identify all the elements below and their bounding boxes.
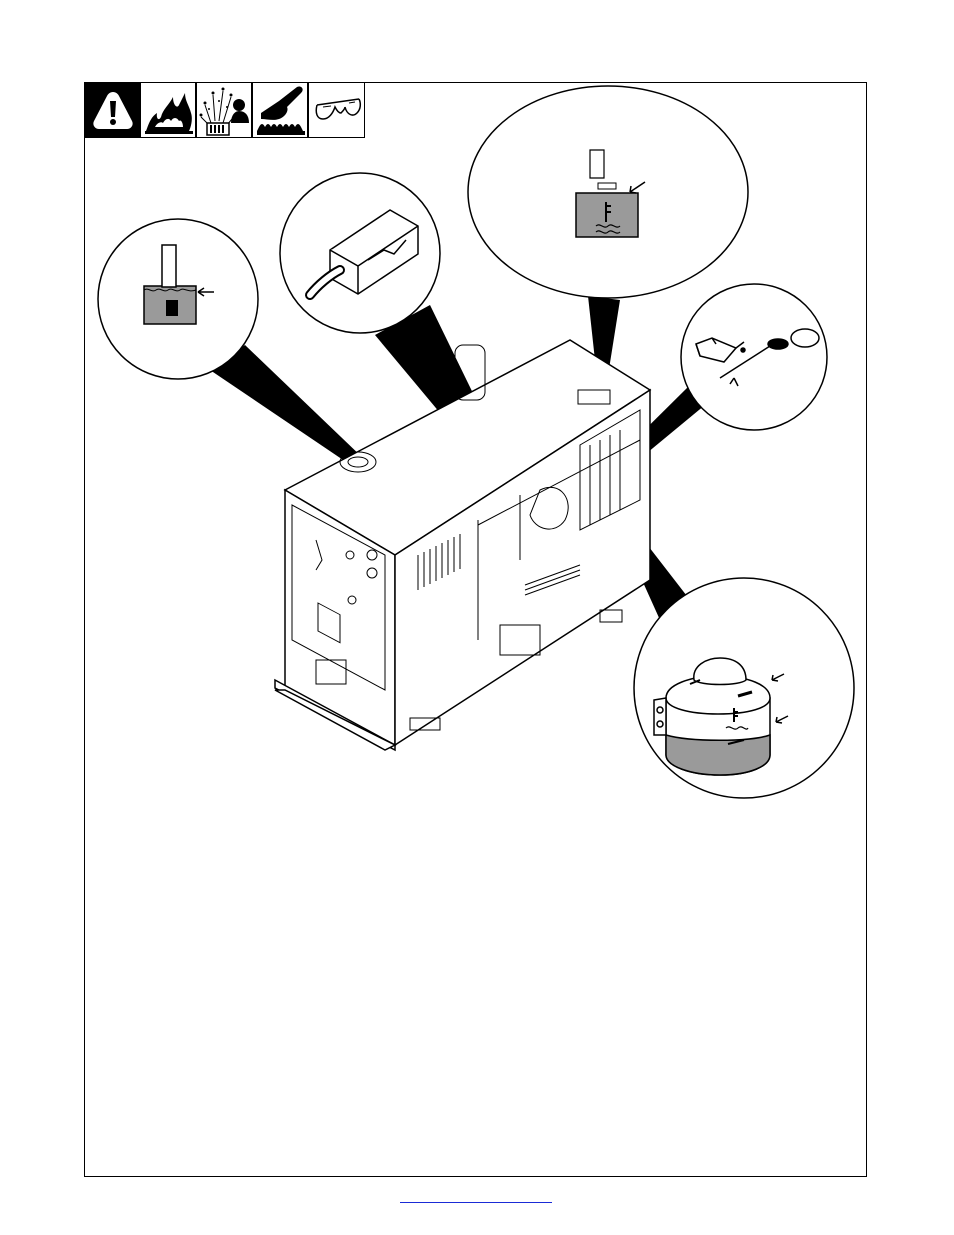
coolant-recovery-tank-callout [634,578,854,798]
radiator-coolant-callout [468,86,748,298]
welder-generator-unit [275,340,650,750]
footer-link[interactable] [400,1186,552,1203]
oil-dipstick-callout [681,284,827,430]
fuel-callout-pointer [210,345,365,468]
engine-oil-callout [280,173,440,333]
fuel-level-callout [98,219,258,379]
